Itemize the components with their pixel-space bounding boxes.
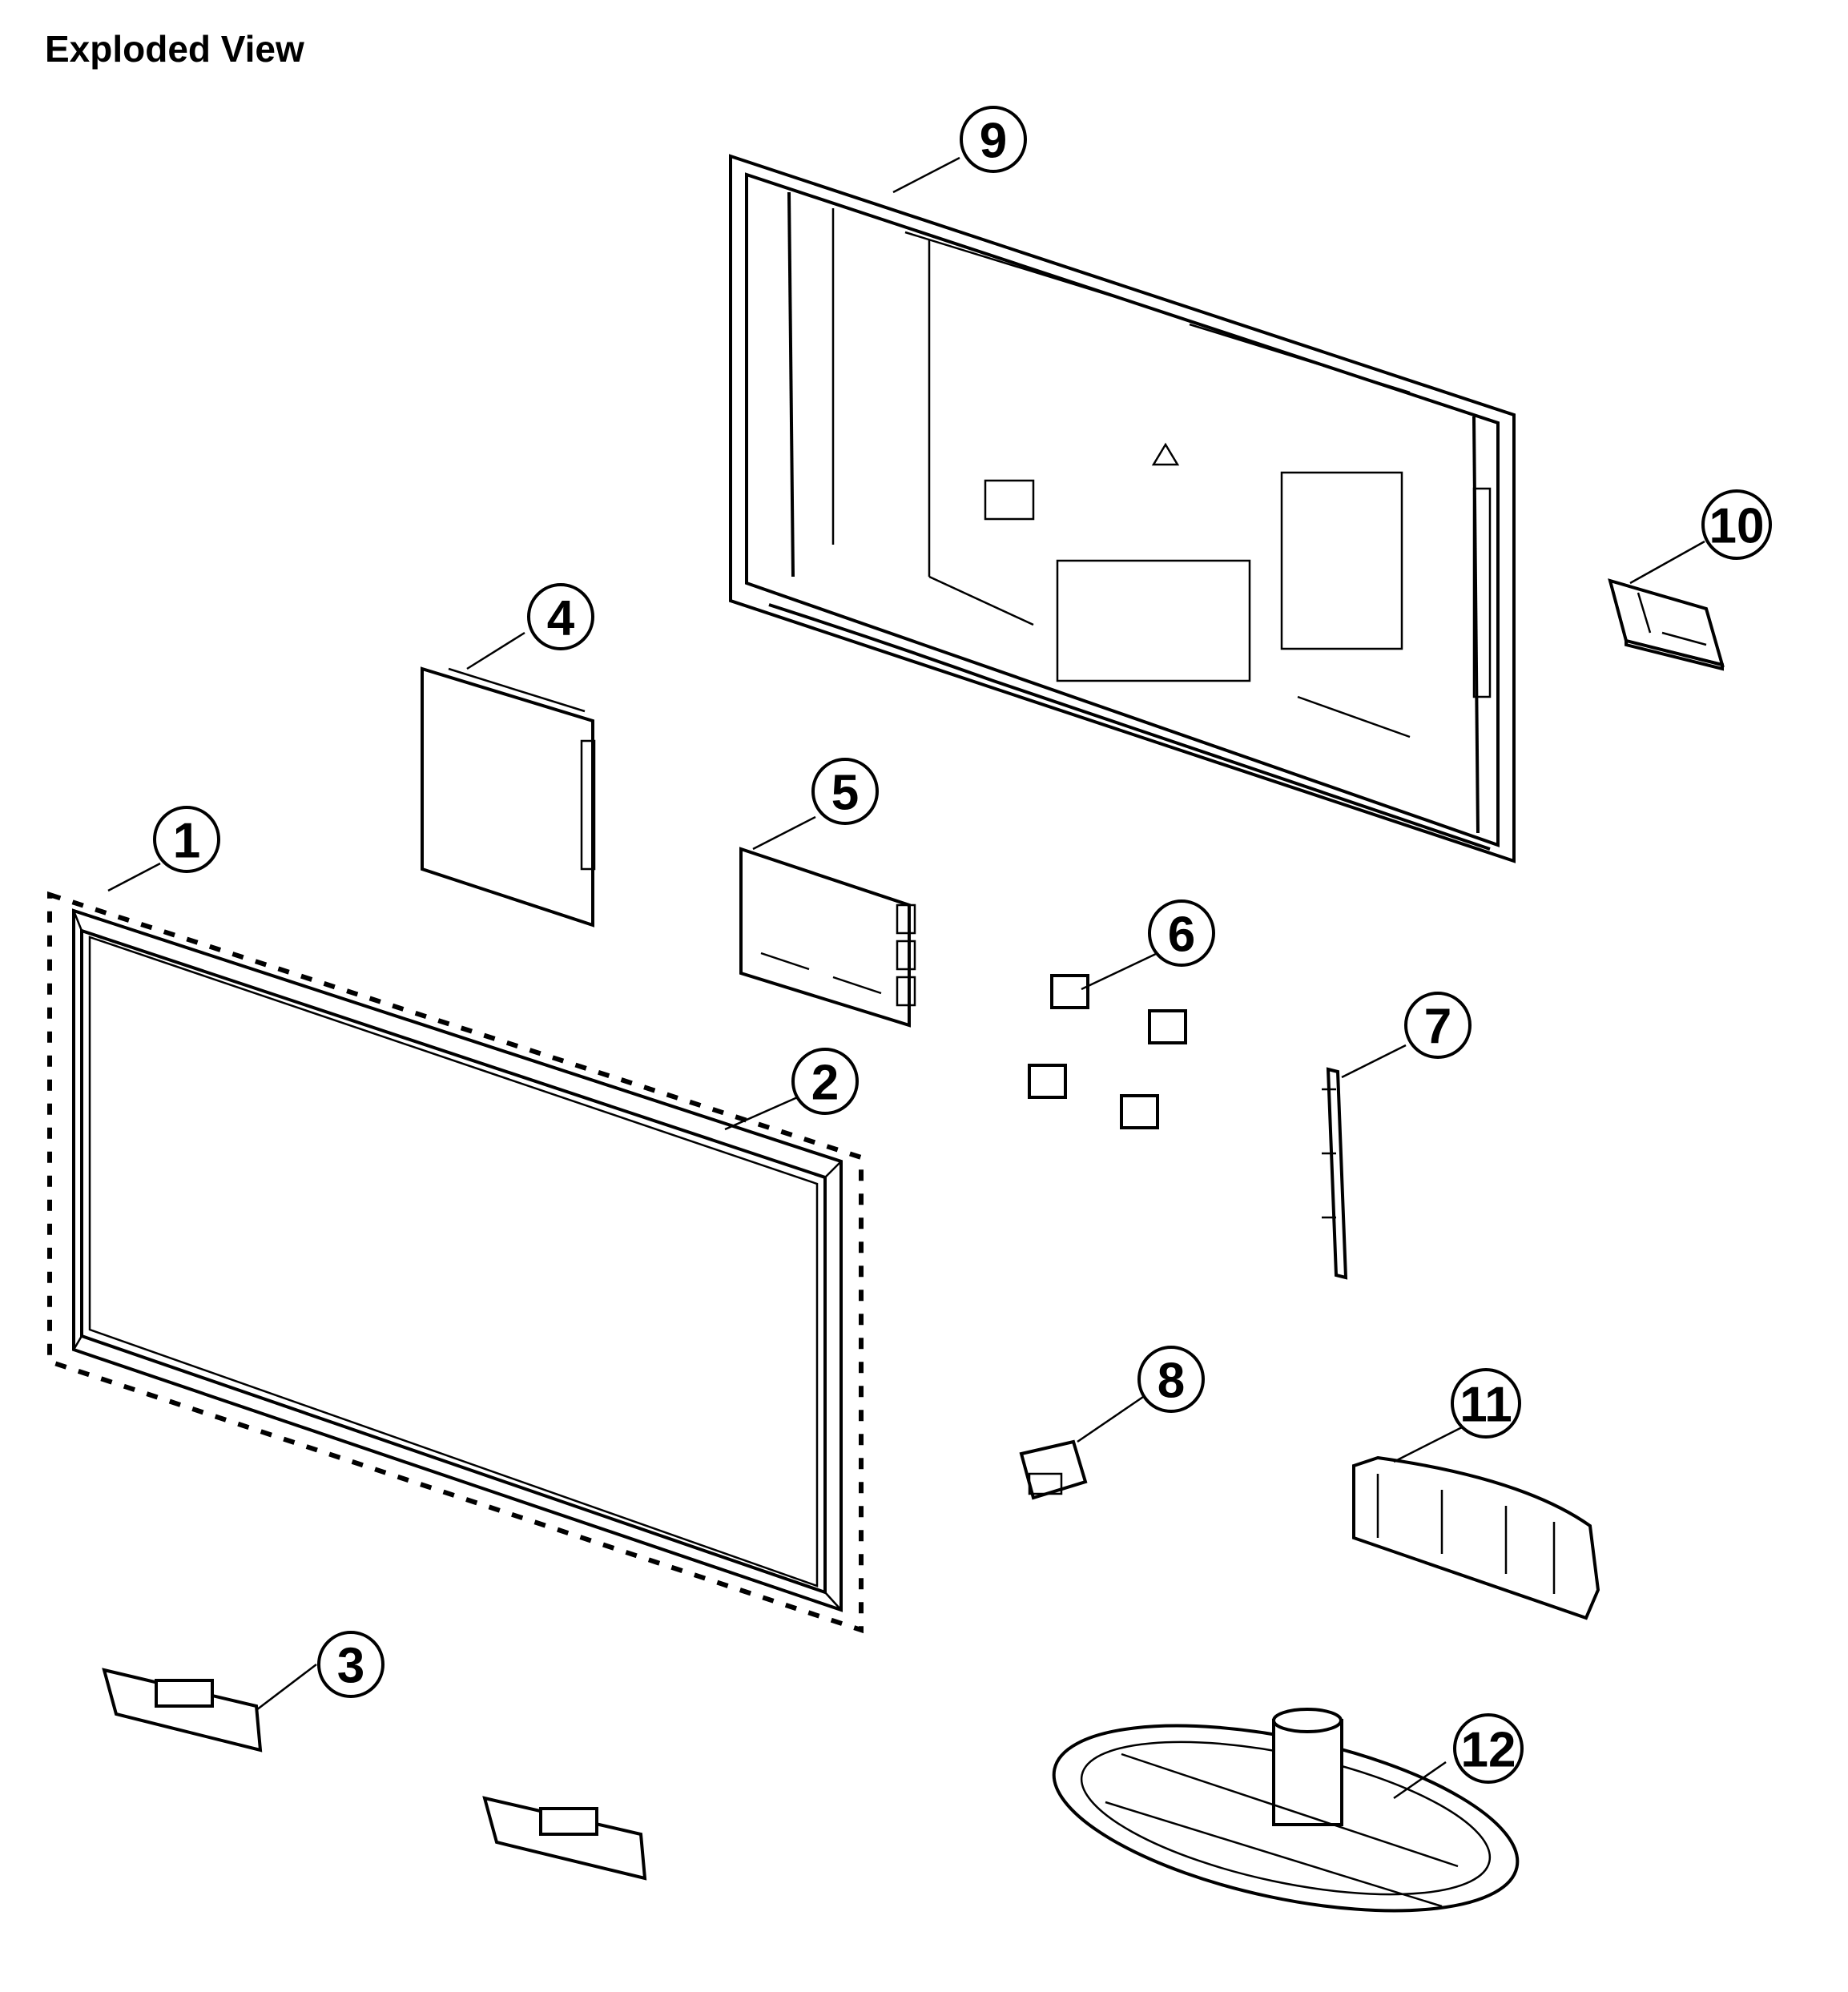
speaker-left-3 [102,1668,263,1753]
callout-2: 2 [791,1048,859,1115]
callout-11: 11 [1451,1368,1521,1439]
svg-text:11: 11 [1459,1378,1512,1433]
svg-text:10: 10 [1709,499,1765,554]
svg-text:1: 1 [173,814,200,869]
stand-neck-11 [1352,1455,1600,1620]
svg-text:8: 8 [1158,1354,1185,1409]
power-board-4 [421,666,596,928]
rear-cabinet [729,154,1516,863]
bracket-10 [1608,578,1725,671]
main-board-5 [739,847,916,1028]
leader-9 [892,156,960,194]
panel-assembly-outline [47,891,864,1634]
callout-3: 3 [317,1631,384,1698]
callout-1: 1 [153,806,220,873]
panel-assembly [47,891,864,1634]
callout-9: 9 [960,106,1027,173]
clips-6 [1028,974,1187,1129]
callout-4: 4 [527,583,594,650]
callout-10: 10 [1701,489,1772,560]
leader-3 [256,1664,317,1711]
callout-5: 5 [811,758,879,825]
leader-10 [1629,540,1705,585]
svg-text:3: 3 [337,1639,364,1694]
leader-11 [1393,1426,1463,1463]
svg-text:5: 5 [831,766,859,821]
leader-7 [1341,1044,1407,1079]
stand-base-12 [1052,1708,1520,1913]
leader-2 [724,1094,802,1131]
side-bracket-7 [1322,1067,1348,1280]
leader-1 [107,862,161,892]
svg-text:7: 7 [1424,1000,1451,1055]
leader-6 [1081,952,1158,991]
callout-12: 12 [1453,1713,1524,1784]
speaker-right-3 [482,1796,647,1881]
leader-8 [1077,1394,1146,1443]
svg-text:9: 9 [980,114,1007,169]
leader-4 [466,631,525,670]
callout-7: 7 [1404,992,1472,1059]
svg-text:12: 12 [1461,1723,1516,1778]
callout-6: 6 [1148,899,1215,967]
ir-bracket-8 [1019,1439,1088,1500]
leader-5 [752,815,816,851]
leader-12 [1393,1761,1447,1800]
callout-8: 8 [1137,1346,1205,1413]
diagram-title: Exploded View [45,28,304,70]
svg-text:2: 2 [811,1056,839,1111]
svg-text:6: 6 [1168,907,1195,963]
svg-text:4: 4 [547,591,575,646]
